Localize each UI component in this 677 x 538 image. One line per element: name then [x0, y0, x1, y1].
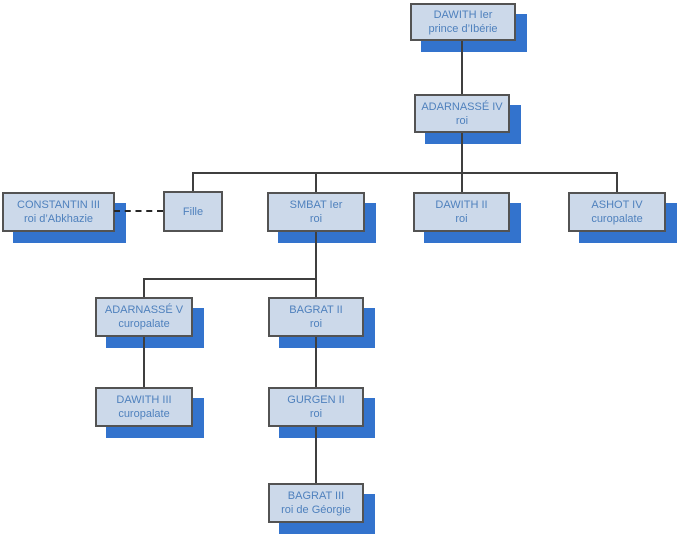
tree-node-dawith-iii: DAWITH III curopalate [95, 387, 204, 438]
connector-drop-adarnasse5 [143, 278, 145, 297]
connector-smbat1-down [315, 232, 317, 280]
node-title: roi de Géorgie [281, 504, 351, 516]
connector-adarnasse5-dawith3 [143, 337, 145, 387]
tree-node-gurgen-ii: GURGEN II roi [268, 387, 375, 438]
node-name: ADARNASSÉ V [104, 304, 184, 316]
connector-adarnasse4-down [461, 133, 463, 192]
connector-drop-fille [192, 172, 194, 191]
tree-node-ashot-iv: ASHOT IV curopalate [568, 192, 677, 243]
node-title: prince d’Ibérie [428, 23, 498, 35]
node-name: ASHOT IV [591, 199, 643, 211]
tree-node-constantin-iii: CONSTANTIN III roi d’Abkhazie [2, 192, 126, 243]
connector-drop-bagrat2 [315, 278, 317, 297]
node-name: DAWITH III [116, 394, 172, 406]
node-title: curopalate [118, 408, 170, 420]
connector-dawith1-adarnasse4 [461, 41, 463, 94]
node-title: roi [309, 318, 323, 330]
node-name: DAWITH Ier [433, 9, 493, 21]
node-title: roi [455, 114, 469, 127]
node-name: ADARNASSÉ IV [421, 100, 503, 113]
node-name: DAWITH II [435, 199, 488, 211]
connector-generation3-bus [192, 172, 618, 174]
tree-node-dawith-ier: DAWITH Ier prince d’Ibérie [410, 3, 527, 52]
connector-marriage-constantin3-fille [114, 210, 163, 212]
node-name: Fille [182, 205, 204, 218]
node-title: roi [455, 213, 468, 225]
node-name: BAGRAT III [287, 490, 345, 502]
tree-node-smbat-ier: SMBAT Ier roi [267, 192, 376, 243]
connector-generation4-bus [143, 278, 317, 280]
connector-drop-smbat1 [315, 172, 317, 192]
node-title: roi [309, 213, 323, 225]
node-name: GURGEN II [287, 394, 345, 406]
node-name: SMBAT Ier [289, 199, 343, 211]
tree-node-fille: Fille [163, 191, 223, 232]
connector-bagrat2-gurgen2 [315, 337, 317, 387]
connector-gurgen2-bagrat3 [315, 427, 317, 483]
node-title: curopalate [118, 318, 170, 330]
node-name: BAGRAT II [289, 304, 343, 316]
tree-node-bagrat-iii: BAGRAT III roi de Géorgie [268, 483, 375, 534]
node-title: roi [309, 408, 323, 420]
node-title: roi d’Abkhazie [23, 213, 94, 225]
tree-node-dawith-ii: DAWITH II roi [413, 192, 521, 243]
node-title: curopalate [591, 213, 643, 225]
tree-node-bagrat-ii: BAGRAT II roi [268, 297, 375, 348]
node-name: CONSTANTIN III [17, 199, 100, 211]
connector-drop-ashot4 [616, 172, 618, 192]
tree-node-adarnasse-v: ADARNASSÉ V curopalate [95, 297, 204, 348]
tree-node-adarnasse-iv: ADARNASSÉ IV roi [414, 94, 521, 144]
